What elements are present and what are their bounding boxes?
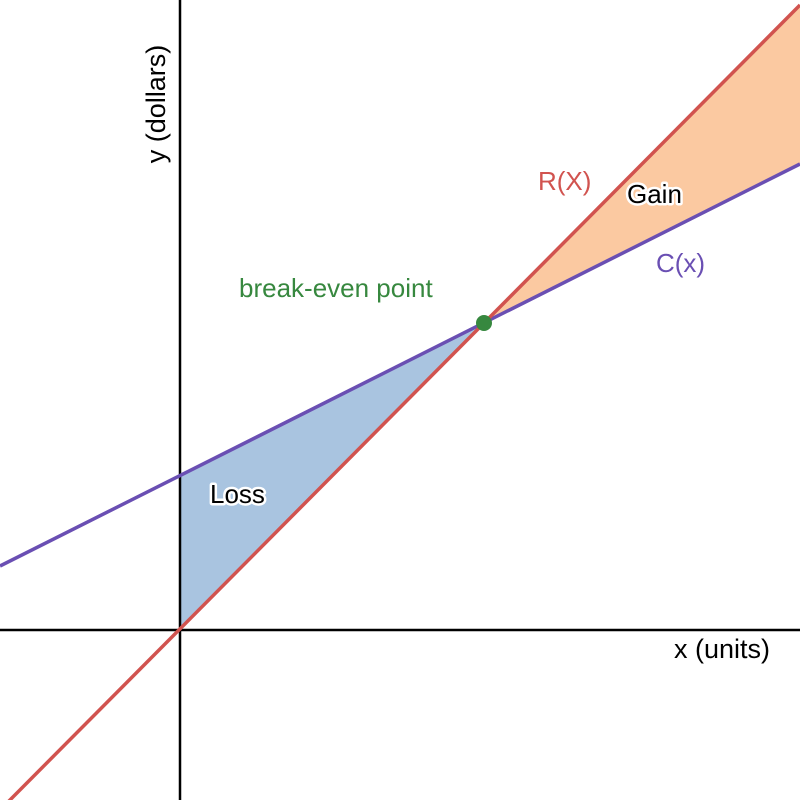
revenue-line bbox=[7, 3, 800, 800]
break-even-label: break-even point bbox=[239, 273, 433, 303]
break-even-point-marker bbox=[476, 315, 492, 331]
loss-label: Loss bbox=[210, 479, 265, 509]
gain-label: Gain bbox=[627, 179, 682, 209]
y-axis-label: y (dollars) bbox=[141, 45, 171, 164]
cost-line bbox=[0, 162, 800, 568]
cost-label: C(x) bbox=[656, 248, 705, 278]
x-axis-label: x (units) bbox=[674, 634, 770, 664]
revenue-label: R(X) bbox=[538, 166, 591, 196]
